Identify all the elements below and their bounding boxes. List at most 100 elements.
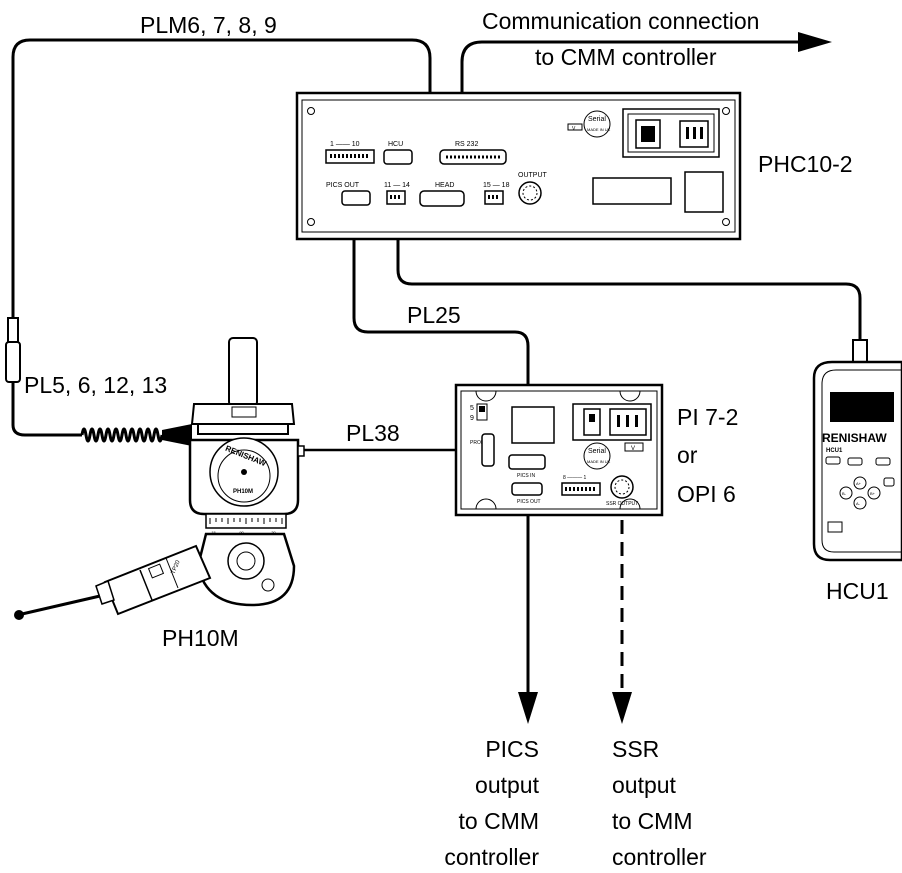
hcu1-display bbox=[830, 392, 894, 422]
label-pl25: PL25 bbox=[407, 302, 461, 328]
phc10-2-unit: 1 —— 10 HCU RS 232 V Serial MADE IN UK P… bbox=[295, 91, 742, 241]
pi-pics-out-port[interactable] bbox=[511, 482, 543, 496]
pl25-cable bbox=[352, 205, 530, 463]
hcu1-key-a-minus-label: A- bbox=[856, 501, 861, 506]
hcu1-key-mid[interactable] bbox=[847, 457, 863, 466]
plm-inline-connector bbox=[5, 317, 21, 395]
phc-hcu-label: HCU bbox=[388, 141, 403, 148]
label-comm-line2: to CMM controller bbox=[535, 44, 717, 70]
head-scale-c: -30 bbox=[270, 530, 277, 535]
pi-voltage-label: V bbox=[631, 446, 635, 452]
label-pl38: PL38 bbox=[346, 420, 400, 446]
phc-pics-out-port[interactable] bbox=[341, 190, 371, 206]
hcu1-key-a-plus[interactable] bbox=[853, 476, 867, 490]
pl5-cable bbox=[11, 395, 82, 437]
probe-stylus-ball bbox=[14, 610, 24, 620]
pi-pics-out-label: PICS OUT bbox=[517, 499, 541, 505]
phc-rs232-label: RS 232 bbox=[455, 141, 478, 148]
phc-range-15-18: 15 — 18 bbox=[483, 182, 510, 189]
phc-blank-plate-1 bbox=[592, 177, 672, 205]
pi-switch-9-label: 9 bbox=[470, 415, 474, 422]
head-shank bbox=[228, 337, 258, 407]
hcu1-strain-relief bbox=[852, 339, 868, 363]
comm-cable bbox=[460, 40, 800, 155]
pi-ssr-output-din[interactable] bbox=[610, 475, 634, 499]
label-pics-line3: to CMM bbox=[458, 808, 540, 834]
head-model: PH10M bbox=[233, 489, 253, 495]
phc-made-in-label: MADE IN UK bbox=[587, 127, 611, 132]
hcu1-joystick-icon bbox=[827, 521, 843, 533]
pi-ssr-output-label: SSR OUTPUT bbox=[606, 501, 638, 507]
label-hcu1: HCU1 bbox=[826, 578, 889, 604]
hcu1-key-b-minus-label: B- bbox=[842, 491, 847, 496]
pi-blank-plate bbox=[511, 406, 555, 444]
label-pics-line4: controller bbox=[444, 844, 539, 870]
hcu-cable bbox=[396, 150, 862, 340]
phc-voltage-selector[interactable] bbox=[567, 123, 583, 131]
hcu1-key-b-minus[interactable] bbox=[839, 486, 853, 500]
label-pl5: PL5, 6, 12, 13 bbox=[24, 372, 168, 398]
hcu1-brand: RENISHAW bbox=[822, 431, 887, 445]
label-ssr-line2: output bbox=[612, 772, 676, 798]
label-ssr-line4: controller bbox=[612, 844, 707, 870]
pics-output-arrow bbox=[518, 692, 538, 724]
hcu1-key-a-plus-label: A+ bbox=[856, 481, 862, 486]
head-top-badge bbox=[231, 406, 257, 418]
phc-voltage-label: V bbox=[572, 126, 576, 132]
pi-serial-label: Serial bbox=[588, 448, 606, 455]
pi-voltage-selector[interactable] bbox=[624, 442, 644, 452]
hcu1-key-right[interactable] bbox=[875, 457, 891, 466]
hcu1-key-b-plus-label: B+ bbox=[870, 491, 876, 496]
phc-pics-out-label: PICS OUT bbox=[326, 182, 360, 189]
phc-serial-badge bbox=[583, 110, 611, 138]
head-cable-boot bbox=[162, 424, 192, 446]
pi-probe-port[interactable] bbox=[481, 433, 495, 467]
pi-range-8-1: 8 ——— 1 bbox=[563, 475, 587, 481]
label-ph10m: PH10M bbox=[162, 625, 239, 651]
label-ssr-line3: to CMM bbox=[612, 808, 693, 834]
phc-head-port[interactable] bbox=[419, 190, 465, 207]
pi-7-2-unit: 5 9 V Serial MADE IN UK PROBE PICS IN PI… bbox=[454, 383, 664, 517]
pi-serial-badge bbox=[583, 442, 611, 470]
phc-output-din[interactable] bbox=[518, 181, 542, 205]
pi-made-in-label: MADE IN UK bbox=[587, 459, 611, 464]
phc-head-label: HEAD bbox=[435, 182, 454, 189]
phc-hcu-port[interactable] bbox=[383, 149, 413, 165]
hcu1-key-a-minus[interactable] bbox=[853, 496, 867, 510]
hcu1-key-left[interactable] bbox=[825, 456, 841, 465]
label-pi-line1: PI 7-2 bbox=[677, 404, 739, 430]
phc-rs232-port[interactable] bbox=[439, 149, 507, 165]
label-comm-line1: Communication connection bbox=[482, 8, 760, 34]
hcu1-key-aux[interactable] bbox=[883, 477, 895, 487]
phc-blank-plate-2 bbox=[684, 171, 724, 213]
label-pi-line3: OPI 6 bbox=[677, 481, 736, 507]
hcu1-key-b-plus[interactable] bbox=[867, 486, 881, 500]
label-ssr-line1: SSR bbox=[612, 736, 660, 762]
panel-screws bbox=[307, 107, 730, 226]
hcu1-device: RENISHAW HCU1 A+ B- B+ A- bbox=[812, 339, 902, 562]
coiled-cable bbox=[80, 427, 164, 443]
phc-range-1-10: 1 —— 10 bbox=[330, 141, 360, 148]
hcu1-model: HCU1 bbox=[826, 448, 843, 454]
plm-cable bbox=[11, 38, 432, 318]
pi-pics-in-label: PICS IN bbox=[517, 473, 535, 479]
label-phc10-2: PHC10-2 bbox=[758, 151, 853, 177]
phc-output-label: OUTPUT bbox=[518, 172, 548, 179]
tp20-probe-body bbox=[103, 544, 212, 616]
probe-stylus bbox=[21, 594, 101, 616]
head-scale-a: -15 bbox=[210, 530, 217, 535]
probe-model: TP20 bbox=[171, 559, 182, 575]
phc-range-11-14: 11 — 14 bbox=[384, 182, 410, 189]
head-scale-b: -90 bbox=[238, 530, 245, 535]
label-pi-line2: or bbox=[677, 442, 698, 468]
ssr-output-arrow bbox=[612, 692, 632, 724]
pi-switch-5-label: 5 bbox=[470, 405, 474, 412]
phc-serial-label: Serial bbox=[588, 116, 606, 123]
label-plm-cable: PLM6, 7, 8, 9 bbox=[140, 12, 277, 38]
pi-pics-in-port[interactable] bbox=[508, 454, 546, 470]
ph10m-head: RENISHAW PH10M -15 -90 -30 TP20 bbox=[14, 337, 305, 620]
label-pics-line1: PICS bbox=[485, 736, 539, 762]
label-pics-line2: output bbox=[475, 772, 539, 798]
pi-probe-label: PROBE bbox=[470, 440, 488, 446]
